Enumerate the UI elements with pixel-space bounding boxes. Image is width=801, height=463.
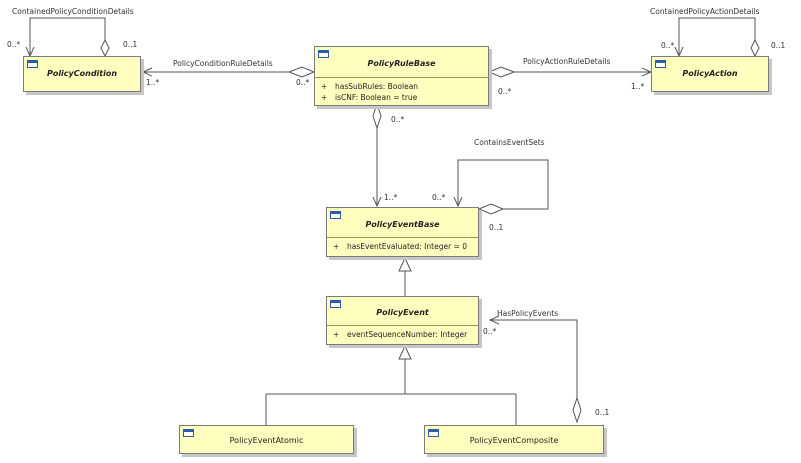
multiplicity-label: 0..* [661,41,675,50]
assoc-name-label: PolicyConditionRuleDetails [173,59,273,68]
attribute-row: +hasEventEvaluated: Integer = 0 [333,242,467,251]
class-icon [27,60,38,68]
class-name: PolicyRuleBase [367,59,436,68]
assoc-condition-rule[interactable] [143,66,316,78]
multiplicity-label: 1..* [631,82,645,91]
multiplicity-label: 0..* [498,87,512,96]
class-icon [330,211,341,219]
class-icon [330,300,341,308]
assoc-name-label: ContainsEventSets [474,138,545,147]
multiplicity-label: 0..* [7,40,21,49]
class-policy-action[interactable]: PolicyAction [651,56,769,92]
class-icon [318,50,329,58]
generalization-event-to-eventbase[interactable] [398,256,412,296]
assoc-contained-action[interactable] [679,17,760,58]
class-name: PolicyEventBase [365,220,440,229]
class-policy-event-atomic[interactable]: PolicyEventAtomic [179,425,354,454]
class-policy-rule-base[interactable]: PolicyRuleBase +hasSubRules: Boolean +is… [314,46,489,106]
generalization-tree[interactable] [265,344,517,425]
class-icon [428,429,439,437]
attribute-row: +eventSequenceNumber: Integer [333,330,468,339]
assoc-name-label: ContainedPolicyActionDetails [650,7,760,16]
class-icon [183,429,194,437]
multiplicity-label: 1..* [146,78,160,87]
multiplicity-label: 0..1 [771,41,786,50]
multiplicity-label: 0..* [296,78,310,87]
class-name: PolicyEvent [376,308,429,317]
assoc-contained-condition[interactable] [30,17,110,58]
class-name: PolicyEventAtomic [229,436,304,445]
multiplicity-label: 1..* [384,193,398,202]
attribute-row: +isCNF: Boolean = true [321,93,418,102]
class-name: PolicyEventComposite [469,436,559,445]
assoc-name-label: PolicyActionRuleDetails [523,57,611,66]
multiplicity-label: 0..* [391,115,405,124]
class-icon [655,60,666,68]
multiplicity-label: 0..* [483,327,497,336]
class-policy-event-composite[interactable]: PolicyEventComposite [424,425,604,454]
attribute-row: +hasSubRules: Boolean [321,82,419,91]
assoc-contains-event-sets[interactable] [458,159,549,215]
multiplicity-label: 0..1 [123,40,138,49]
class-name: PolicyAction [682,69,738,78]
class-name: PolicyCondition [46,69,118,78]
multiplicity-label: 0..1 [595,408,610,417]
assoc-rule-event[interactable] [372,102,382,206]
multiplicity-label: 0..* [432,193,446,202]
class-policy-event-base[interactable]: PolicyEventBase +hasEventEvaluated: Inte… [326,207,479,257]
multiplicity-label: 0..1 [489,223,504,232]
assoc-name-label: HasPolicyEvents [497,309,559,318]
assoc-name-label: ContainedPolicyConditionDetails [12,7,134,16]
assoc-has-policy-events[interactable] [490,320,582,424]
class-policy-condition[interactable]: PolicyCondition [23,56,141,92]
assoc-action-rule[interactable] [487,66,651,78]
class-policy-event[interactable]: PolicyEvent +eventSequenceNumber: Intege… [326,296,479,345]
